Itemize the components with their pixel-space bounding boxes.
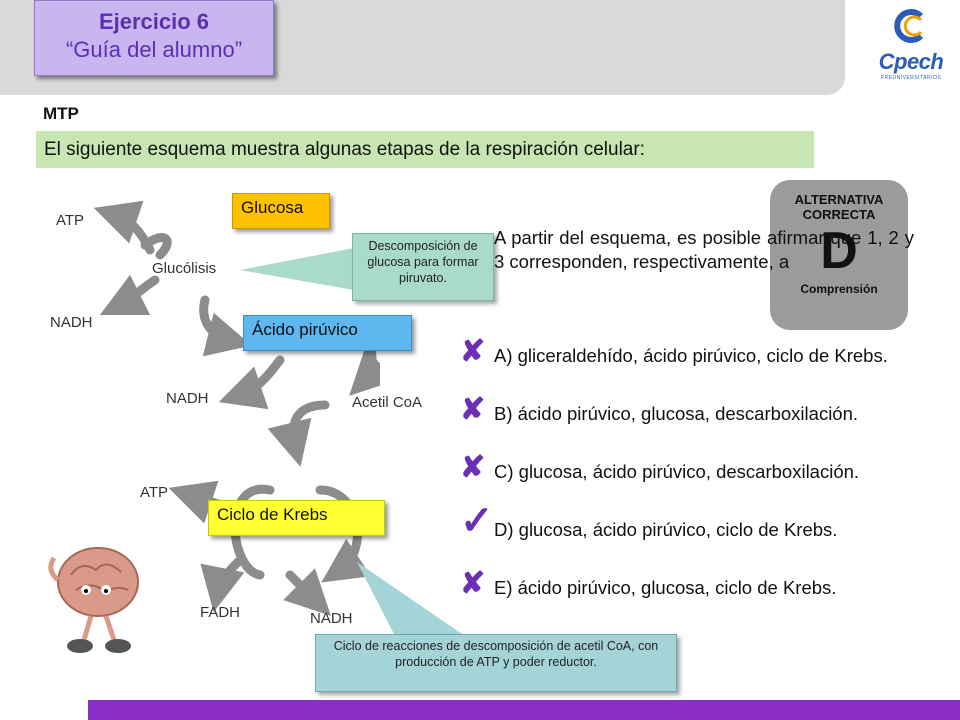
badge-letter: D bbox=[820, 222, 858, 280]
arrow-glycolysis-down bbox=[199, 295, 252, 357]
exercise-subtitle: “Guía del alumno” bbox=[65, 37, 243, 62]
badge-line-1: ALTERNATIVA bbox=[794, 192, 884, 207]
callout-glucolisis: Descomposición de glucosa para formar pi… bbox=[352, 233, 494, 301]
label-nadh-1: NADH bbox=[50, 314, 93, 331]
label-nadh-3: NADH bbox=[310, 610, 353, 627]
callout-pointer-2 bbox=[357, 562, 465, 636]
tag-glucosa: Glucosa bbox=[232, 193, 330, 229]
option-d: D) glucosa, ácido pirúvico, ciclo de Kre… bbox=[494, 519, 838, 540]
tag-acido-piruvico: Ácido pirúvico bbox=[243, 315, 412, 351]
check-mark-icon: ✓ bbox=[460, 499, 494, 543]
label-acetil-coa: Acetil CoA bbox=[352, 394, 423, 411]
label-nadh-2: NADH bbox=[166, 390, 209, 407]
callout-pointer-1 bbox=[240, 248, 354, 290]
bottom-bar bbox=[88, 700, 960, 720]
wrong-mark-icon: ✘ bbox=[460, 393, 486, 426]
option-a: A) gliceraldehído, ácido pirúvico, ciclo… bbox=[494, 345, 888, 366]
exercise-title-box: Ejercicio 6 “Guía del alumno” bbox=[34, 0, 274, 76]
logo-subtitle: PREUNIVERSITARIOS bbox=[880, 75, 942, 81]
correct-answer-badge: ALTERNATIVA CORRECTA D Comprensión bbox=[770, 180, 908, 330]
arrow-to-krebs bbox=[267, 400, 330, 467]
callout-krebs: Ciclo de reacciones de descomposición de… bbox=[315, 634, 677, 692]
intro-statement: El siguiente esquema muestra algunas eta… bbox=[36, 131, 814, 168]
wrong-mark-icon: ✘ bbox=[460, 567, 486, 600]
label-atp-1: ATP bbox=[56, 212, 85, 229]
logo-name: Cpech bbox=[878, 49, 944, 74]
question-text: A partir del esquema, es posible afirmar… bbox=[494, 227, 914, 272]
wrong-mark-icon: ✘ bbox=[460, 451, 486, 484]
exercise-title: Ejercicio 6 bbox=[98, 9, 210, 34]
wrong-mark-icon: ✘ bbox=[460, 335, 486, 368]
cpech-logo-icon bbox=[894, 9, 924, 43]
badge-skill: Comprensión bbox=[800, 282, 878, 296]
option-e: E) ácido pirúvico, glucosa, ciclo de Kre… bbox=[494, 577, 837, 598]
label-glucolisis: Glucólisis bbox=[152, 260, 217, 277]
label-fadh: FADH bbox=[200, 604, 241, 621]
label-atp-2: ATP bbox=[140, 484, 169, 501]
arrow-nadh2 bbox=[218, 355, 285, 410]
option-c: C) glucosa, ácido pirúvico, descarboxila… bbox=[494, 461, 860, 482]
arrow-fadh bbox=[200, 555, 245, 613]
option-b: B) ácido pirúvico, glucosa, descarboxila… bbox=[494, 403, 859, 424]
section-label: MTP bbox=[43, 104, 79, 123]
cpech-logo: Cpech PREUNIVERSITARIOS bbox=[868, 8, 954, 81]
tag-ciclo-krebs: Ciclo de Krebs bbox=[208, 500, 385, 536]
arrow-nadh3 bbox=[283, 568, 331, 616]
arrow-nadh-out bbox=[99, 274, 160, 316]
brain-mascot-icon bbox=[48, 547, 139, 653]
badge-line-2: CORRECTA bbox=[802, 207, 876, 222]
